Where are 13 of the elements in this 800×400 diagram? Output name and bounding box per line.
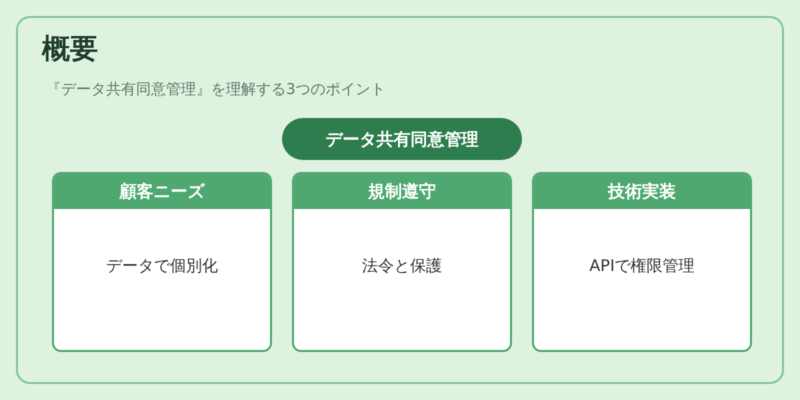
card-header: 規制遵守 bbox=[294, 174, 510, 209]
card-header: 顧客ニーズ bbox=[54, 174, 270, 209]
card-header: 技術実装 bbox=[534, 174, 750, 209]
card-text: 法令と保護 bbox=[361, 256, 443, 277]
card-text: データで個別化 bbox=[105, 256, 219, 277]
card bbox=[532, 172, 752, 352]
subtitle: 『データ共有同意管理』を理解する3つのポイント bbox=[46, 80, 386, 99]
card-text: APIで権限管理 bbox=[588, 256, 696, 277]
panel bbox=[16, 16, 784, 384]
card bbox=[292, 172, 512, 352]
title-pill: データ共有同意管理 bbox=[282, 118, 522, 160]
card bbox=[52, 172, 272, 352]
heading: 概要 bbox=[42, 31, 98, 67]
